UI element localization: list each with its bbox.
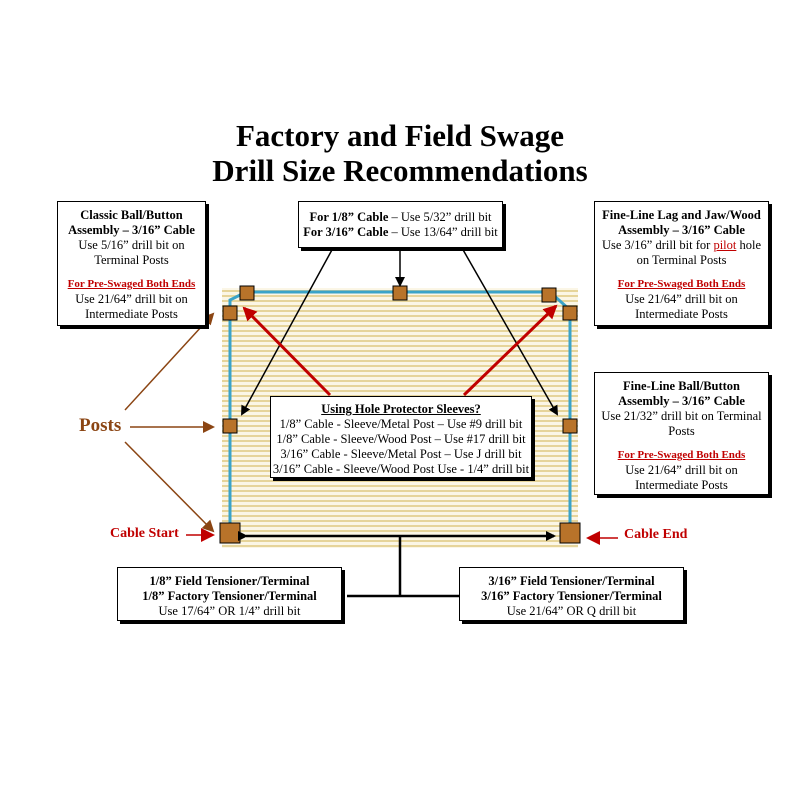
arrow-top-center-left — [241, 247, 334, 416]
post-top-right-a — [541, 287, 557, 303]
top-right-text2: on Terminal Posts — [636, 253, 727, 267]
arrow-center-right — [462, 304, 558, 397]
center-line-2: 1/8” Cable - Sleeve/Wood Post – Use #17 … — [276, 432, 526, 446]
bottom-right-box: 3/16” Field Tensioner/Terminal 3/16” Fac… — [459, 567, 684, 621]
mid-right-text2: Posts — [668, 424, 695, 438]
top-center-line1-bold: For 1/8” Cable — [309, 210, 389, 224]
pilot-link[interactable]: pilot — [713, 238, 737, 252]
center-line-3: 3/16” Cable - Sleeve/Metal Post – Use J … — [280, 447, 522, 461]
post-top-right-b — [562, 305, 578, 321]
top-center-line1-rest: – Use 5/32” drill bit — [388, 210, 492, 224]
top-right-text3: Use 21/64” drill bit on — [625, 292, 738, 306]
posts-label: Posts — [79, 415, 122, 436]
post-top-center — [392, 285, 408, 301]
title-line-1: Factory and Field Swage — [235, 118, 565, 153]
bottom-right-line3: Use 21/64” OR Q drill bit — [506, 604, 637, 618]
top-right-heading1: Fine-Line Lag and Jaw/Wood — [602, 208, 761, 222]
center-heading: Using Hole Protector Sleeves? — [321, 402, 481, 416]
post-bottom-right — [559, 522, 581, 544]
bottom-right-line2: 3/16” Factory Tensioner/Terminal — [481, 589, 662, 603]
center-line-1: 1/8” Cable - Sleeve/Metal Post – Use #9 … — [279, 417, 523, 431]
arrow-top-center-right — [461, 247, 558, 416]
top-left-text2: Terminal Posts — [94, 253, 169, 267]
bottom-left-box: 1/8” Field Tensioner/Terminal 1/8” Facto… — [117, 567, 342, 621]
post-mid-left — [222, 418, 238, 434]
top-left-text3: Use 21/64” drill bit on — [75, 292, 188, 306]
top-left-box: Classic Ball/Button Assembly – 3/16” Cab… — [57, 201, 206, 326]
posts-group — [219, 285, 581, 544]
cable-start-label: Cable Start — [110, 526, 179, 541]
bottom-left-line2: 1/8” Factory Tensioner/Terminal — [142, 589, 317, 603]
mid-right-text4: Intermediate Posts — [635, 478, 728, 492]
post-mid-right — [562, 418, 578, 434]
top-left-text4: Intermediate Posts — [85, 307, 178, 321]
top-center-box: For 1/8” Cable – Use 5/32” drill bit For… — [298, 201, 503, 248]
post-bottom-left — [219, 522, 241, 544]
bottom-left-line3: Use 17/64” OR 1/4” drill bit — [158, 604, 301, 618]
top-left-text1: Use 5/16” drill bit on — [78, 238, 185, 252]
post-top-left-a — [239, 285, 255, 301]
mid-right-pre-swaged: For Pre-Swaged Both Ends — [617, 449, 746, 461]
mid-right-heading2: Assembly – 3/16” Cable — [618, 394, 745, 408]
mid-right-text1: Use 21/32” drill bit on Terminal — [601, 409, 762, 423]
mid-right-heading1: Fine-Line Ball/Button — [622, 379, 741, 393]
top-right-text1a: Use 3/16” drill bit for — [601, 238, 714, 252]
top-right-text1b: hole — [736, 238, 762, 252]
top-left-pre-swaged: For Pre-Swaged Both Ends — [67, 278, 196, 290]
arrow-posts-down — [124, 441, 215, 533]
top-center-line2-bold: For 3/16” Cable — [303, 225, 389, 239]
post-top-left-b — [222, 305, 238, 321]
title-line-2: Drill Size Recommendations — [212, 153, 588, 188]
arrow-posts-up — [124, 312, 215, 411]
top-left-heading2: Assembly – 3/16” Cable — [68, 223, 195, 237]
arrow-center-left — [242, 306, 332, 397]
mid-right-box: Fine-Line Ball/Button Assembly – 3/16” C… — [594, 372, 769, 495]
top-center-line2-rest: – Use 13/64” drill bit — [388, 225, 498, 239]
top-right-box: Fine-Line Lag and Jaw/Wood Assembly – 3/… — [594, 201, 769, 326]
mid-right-text3: Use 21/64” drill bit on — [625, 463, 738, 477]
top-right-text4: Intermediate Posts — [635, 307, 728, 321]
cable-end-label: Cable End — [624, 527, 688, 542]
center-box: Using Hole Protector Sleeves? 1/8” Cable… — [270, 396, 532, 478]
top-right-pre-swaged: For Pre-Swaged Both Ends — [617, 278, 746, 290]
top-right-heading2: Assembly – 3/16” Cable — [618, 223, 745, 237]
top-left-heading1: Classic Ball/Button — [80, 208, 183, 222]
bottom-left-line1: 1/8” Field Tensioner/Terminal — [149, 574, 310, 588]
center-line-4: 3/16” Cable - Sleeve/Wood Post Use - 1/4… — [272, 462, 530, 476]
bottom-right-line1: 3/16” Field Tensioner/Terminal — [488, 574, 655, 588]
